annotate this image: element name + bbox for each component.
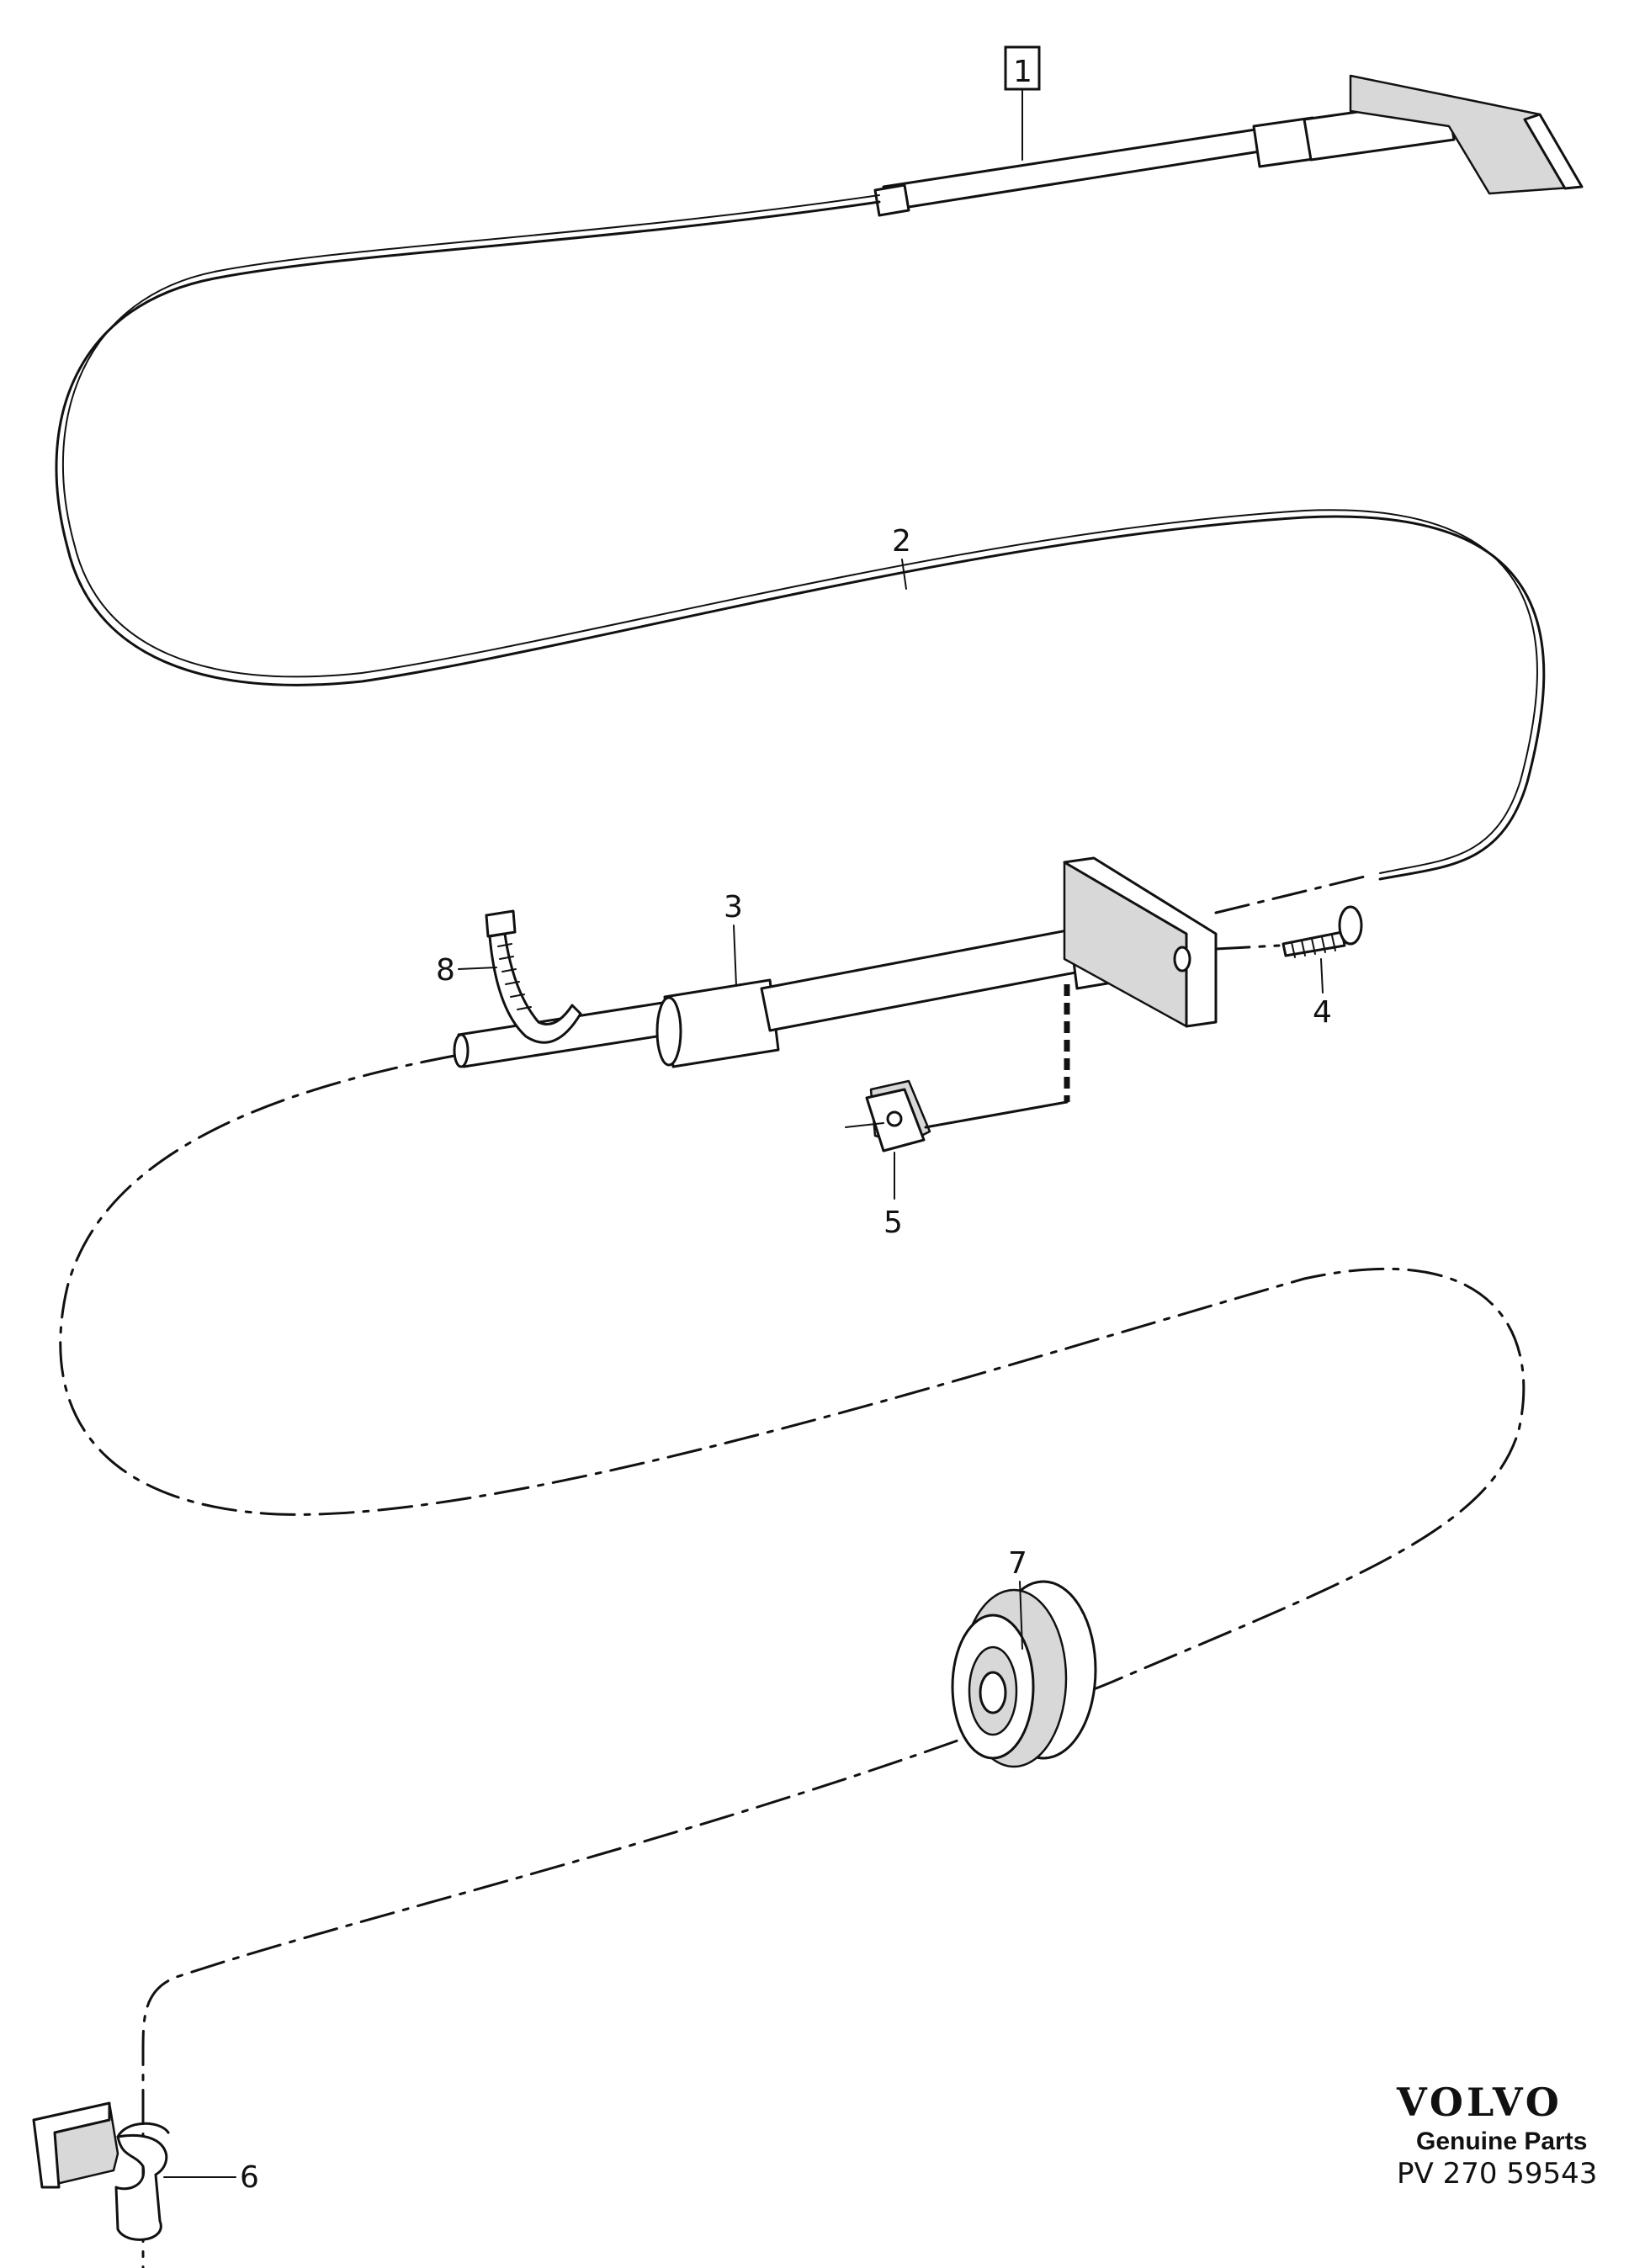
clip-nut <box>845 984 1070 1153</box>
screw <box>1214 905 1363 958</box>
volvo-logo: VOLVO <box>1396 2080 1563 2125</box>
brand-subtitle: Genuine Parts <box>1416 2128 1587 2155</box>
callout-2: 2 <box>892 524 911 590</box>
callout-8-label: 8 <box>436 953 455 988</box>
callout-7-label: 7 <box>1008 1546 1027 1581</box>
callout-1-label: 1 <box>1013 55 1032 89</box>
callout-8: 8 <box>436 953 497 988</box>
callout-6: 6 <box>163 2160 259 2195</box>
callout-6-label: 6 <box>240 2160 259 2195</box>
cable-route-lower-loop <box>59 1054 1526 2268</box>
callout-5: 5 <box>883 1152 903 1240</box>
callout-3-label: 3 <box>724 890 743 925</box>
reference-code: PV 270 59543 <box>1397 2157 1597 2191</box>
callout-2-label: 2 <box>892 524 911 559</box>
callout-1: 1 <box>1004 45 1041 161</box>
release-cable <box>55 200 1546 881</box>
callout-4: 4 <box>1313 958 1332 1030</box>
cable-housing-bracket <box>453 856 1218 1068</box>
hood-release-handle <box>873 74 1584 217</box>
callout-5-label: 5 <box>883 1206 903 1240</box>
grommet <box>951 1580 1097 1768</box>
release-cable-inner <box>61 194 1538 874</box>
cable-clip <box>32 2101 170 2241</box>
callout-4-label: 4 <box>1313 995 1332 1030</box>
cable-tie <box>485 909 582 1044</box>
cable-route-to-bracket <box>1214 873 1373 914</box>
callout-7: 7 <box>1008 1546 1027 1650</box>
brand-block: VOLVO Genuine Parts PV 270 59543 <box>1396 2080 1597 2191</box>
callout-3: 3 <box>724 890 743 987</box>
